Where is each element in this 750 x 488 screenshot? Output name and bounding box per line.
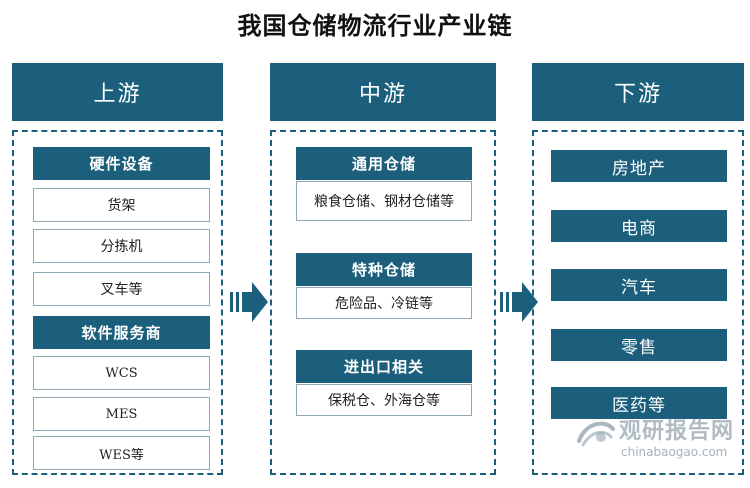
midstream-group-label: 特种仓储 bbox=[296, 253, 472, 286]
upstream-panel bbox=[12, 130, 223, 475]
hardware-item: 货架 bbox=[33, 188, 210, 222]
midstream-group-detail: 保税仓、外海仓等 bbox=[296, 384, 472, 416]
watermark-logo-icon bbox=[577, 421, 615, 447]
midstream-header: 中游 bbox=[270, 63, 496, 121]
midstream-panel bbox=[270, 130, 496, 475]
hardware-item: 叉车等 bbox=[33, 272, 210, 306]
downstream-item: 医药等 bbox=[551, 387, 727, 419]
downstream-item: 房地产 bbox=[551, 150, 727, 182]
software-item: WCS bbox=[33, 356, 210, 390]
software-item: WES等 bbox=[33, 436, 210, 470]
right-arrow-icon bbox=[230, 282, 268, 322]
downstream-panel bbox=[532, 130, 744, 475]
watermark: 观研报告网 chinabaogao.com bbox=[575, 413, 745, 473]
downstream-item: 汽车 bbox=[551, 269, 727, 301]
software-item: MES bbox=[33, 397, 210, 431]
midstream-group-detail: 粮食仓储、钢材仓储等 bbox=[296, 181, 472, 221]
downstream-item: 电商 bbox=[551, 210, 727, 242]
downstream-header: 下游 bbox=[532, 63, 744, 121]
upstream-header: 上游 bbox=[12, 63, 223, 121]
hardware-item: 分拣机 bbox=[33, 229, 210, 263]
right-arrow-icon bbox=[500, 282, 538, 322]
hardware-label: 硬件设备 bbox=[33, 147, 210, 180]
midstream-group-detail: 危险品、冷链等 bbox=[296, 287, 472, 319]
midstream-group-label: 通用仓储 bbox=[296, 147, 472, 180]
page-title: 我国仓储物流行业产业链 bbox=[237, 11, 513, 40]
downstream-item: 零售 bbox=[551, 329, 727, 361]
midstream-group-label: 进出口相关 bbox=[296, 350, 472, 383]
software-label: 软件服务商 bbox=[33, 316, 210, 349]
watermark-cn: 观研报告网 bbox=[619, 419, 735, 444]
watermark-en: chinabaogao.com bbox=[621, 445, 728, 459]
